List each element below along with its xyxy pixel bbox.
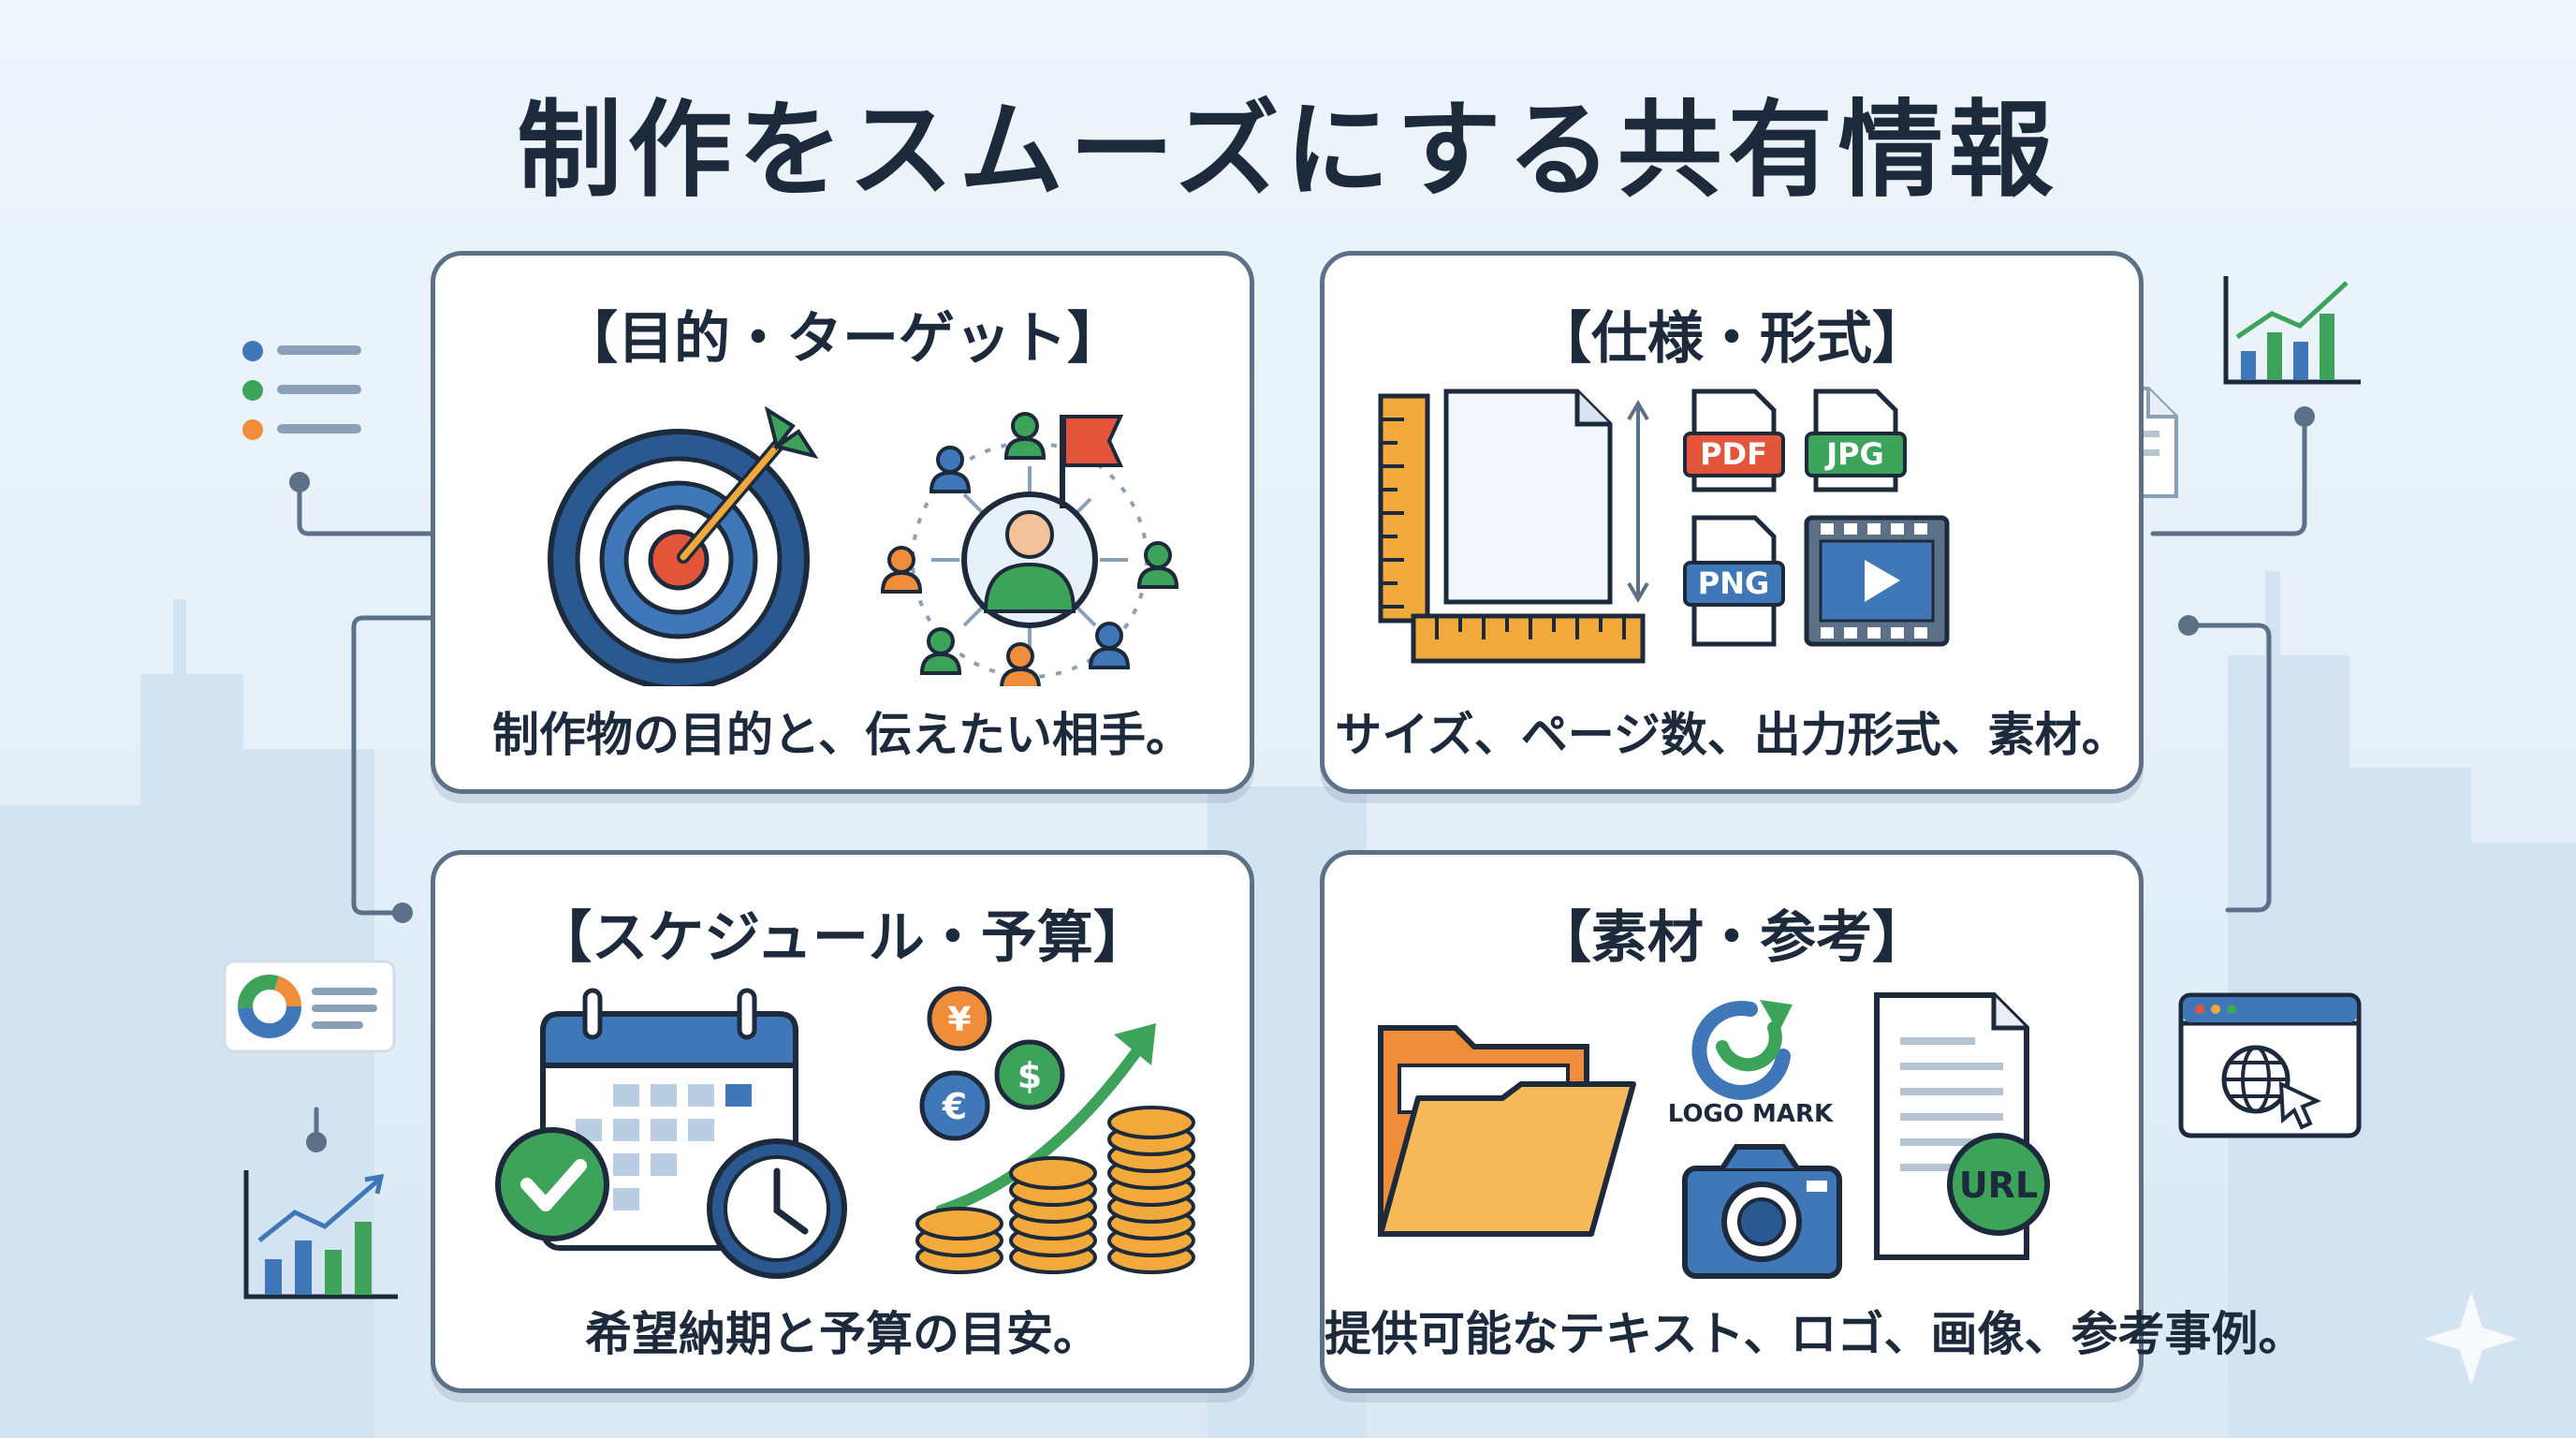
dollar-label: $ bbox=[1017, 1055, 1042, 1096]
yen-label: ¥ bbox=[947, 1001, 971, 1039]
logo-mark-icon: LOGO MARK bbox=[1668, 1000, 1834, 1128]
png-file-icon: PNG bbox=[1683, 515, 1785, 647]
bar-chart-decoration-icon bbox=[243, 1170, 398, 1299]
donut-chart-decoration-icon bbox=[223, 960, 396, 1053]
card-title: 【素材・参考】 bbox=[1535, 905, 1928, 971]
card-description: 制作物の目的と、伝えたい相手。 bbox=[492, 708, 1193, 762]
jpg-file-icon: JPG bbox=[1805, 389, 1907, 492]
video-file-icon bbox=[1804, 515, 1950, 647]
growth-chart-decoration-icon bbox=[2223, 276, 2361, 385]
pdf-label: PDF bbox=[1700, 436, 1767, 472]
budget-growth-icon: ¥ $ € bbox=[915, 986, 1195, 1274]
jpg-label: JPG bbox=[1824, 436, 1884, 472]
folder-icon bbox=[1378, 1025, 1636, 1237]
card-materials-reference: 【素材・参考】 LOGO MARK URL bbox=[1320, 850, 2305, 1393]
page-title: 制作をスムーズにする共有情報 bbox=[517, 90, 2059, 212]
logo-mark-label: LOGO MARK bbox=[1668, 1100, 1834, 1128]
card-schedule-budget: 【スケジュール・予算】 ¥ $ bbox=[431, 850, 1254, 1393]
target-icon bbox=[548, 405, 819, 686]
browser-window-decoration-icon bbox=[2178, 992, 2362, 1138]
target-and-audience-illustration bbox=[548, 405, 1179, 686]
materials-illustration: LOGO MARK URL bbox=[1378, 992, 2050, 1279]
card-title: 【目的・ターゲット】 bbox=[562, 306, 1123, 372]
specs-illustration: PDF JPG PNG bbox=[1378, 389, 1950, 664]
url-document-icon: URL bbox=[1874, 992, 2050, 1260]
card-description: サイズ、ページ数、出力形式、素材。 bbox=[1335, 708, 2129, 762]
ruler-icon bbox=[1378, 393, 1646, 664]
card-description: 提供可能なテキスト、ロゴ、画像、参考事例。 bbox=[1325, 1307, 2305, 1361]
camera-icon bbox=[1682, 1144, 1842, 1279]
card-title: 【スケジュール・予算】 bbox=[535, 905, 1149, 971]
audience-network-icon bbox=[880, 412, 1179, 686]
schedule-budget-illustration: ¥ $ € bbox=[495, 986, 1195, 1279]
png-label: PNG bbox=[1698, 565, 1770, 601]
pdf-file-icon: PDF bbox=[1683, 389, 1785, 492]
document-size-icon bbox=[1443, 389, 1649, 605]
url-label: URL bbox=[1959, 1165, 2038, 1206]
euro-label: € bbox=[942, 1086, 967, 1127]
card-specs-format: 【仕様・形式】 PDF JPG bbox=[1320, 251, 2144, 794]
card-purpose-target: 【目的・ターゲット】 bbox=[431, 251, 1254, 794]
card-title: 【仕様・形式】 bbox=[1535, 306, 1928, 372]
list-decoration-icon bbox=[242, 341, 361, 440]
card-description: 希望納期と予算の目安。 bbox=[585, 1307, 1100, 1361]
calendar-icon bbox=[495, 988, 847, 1279]
